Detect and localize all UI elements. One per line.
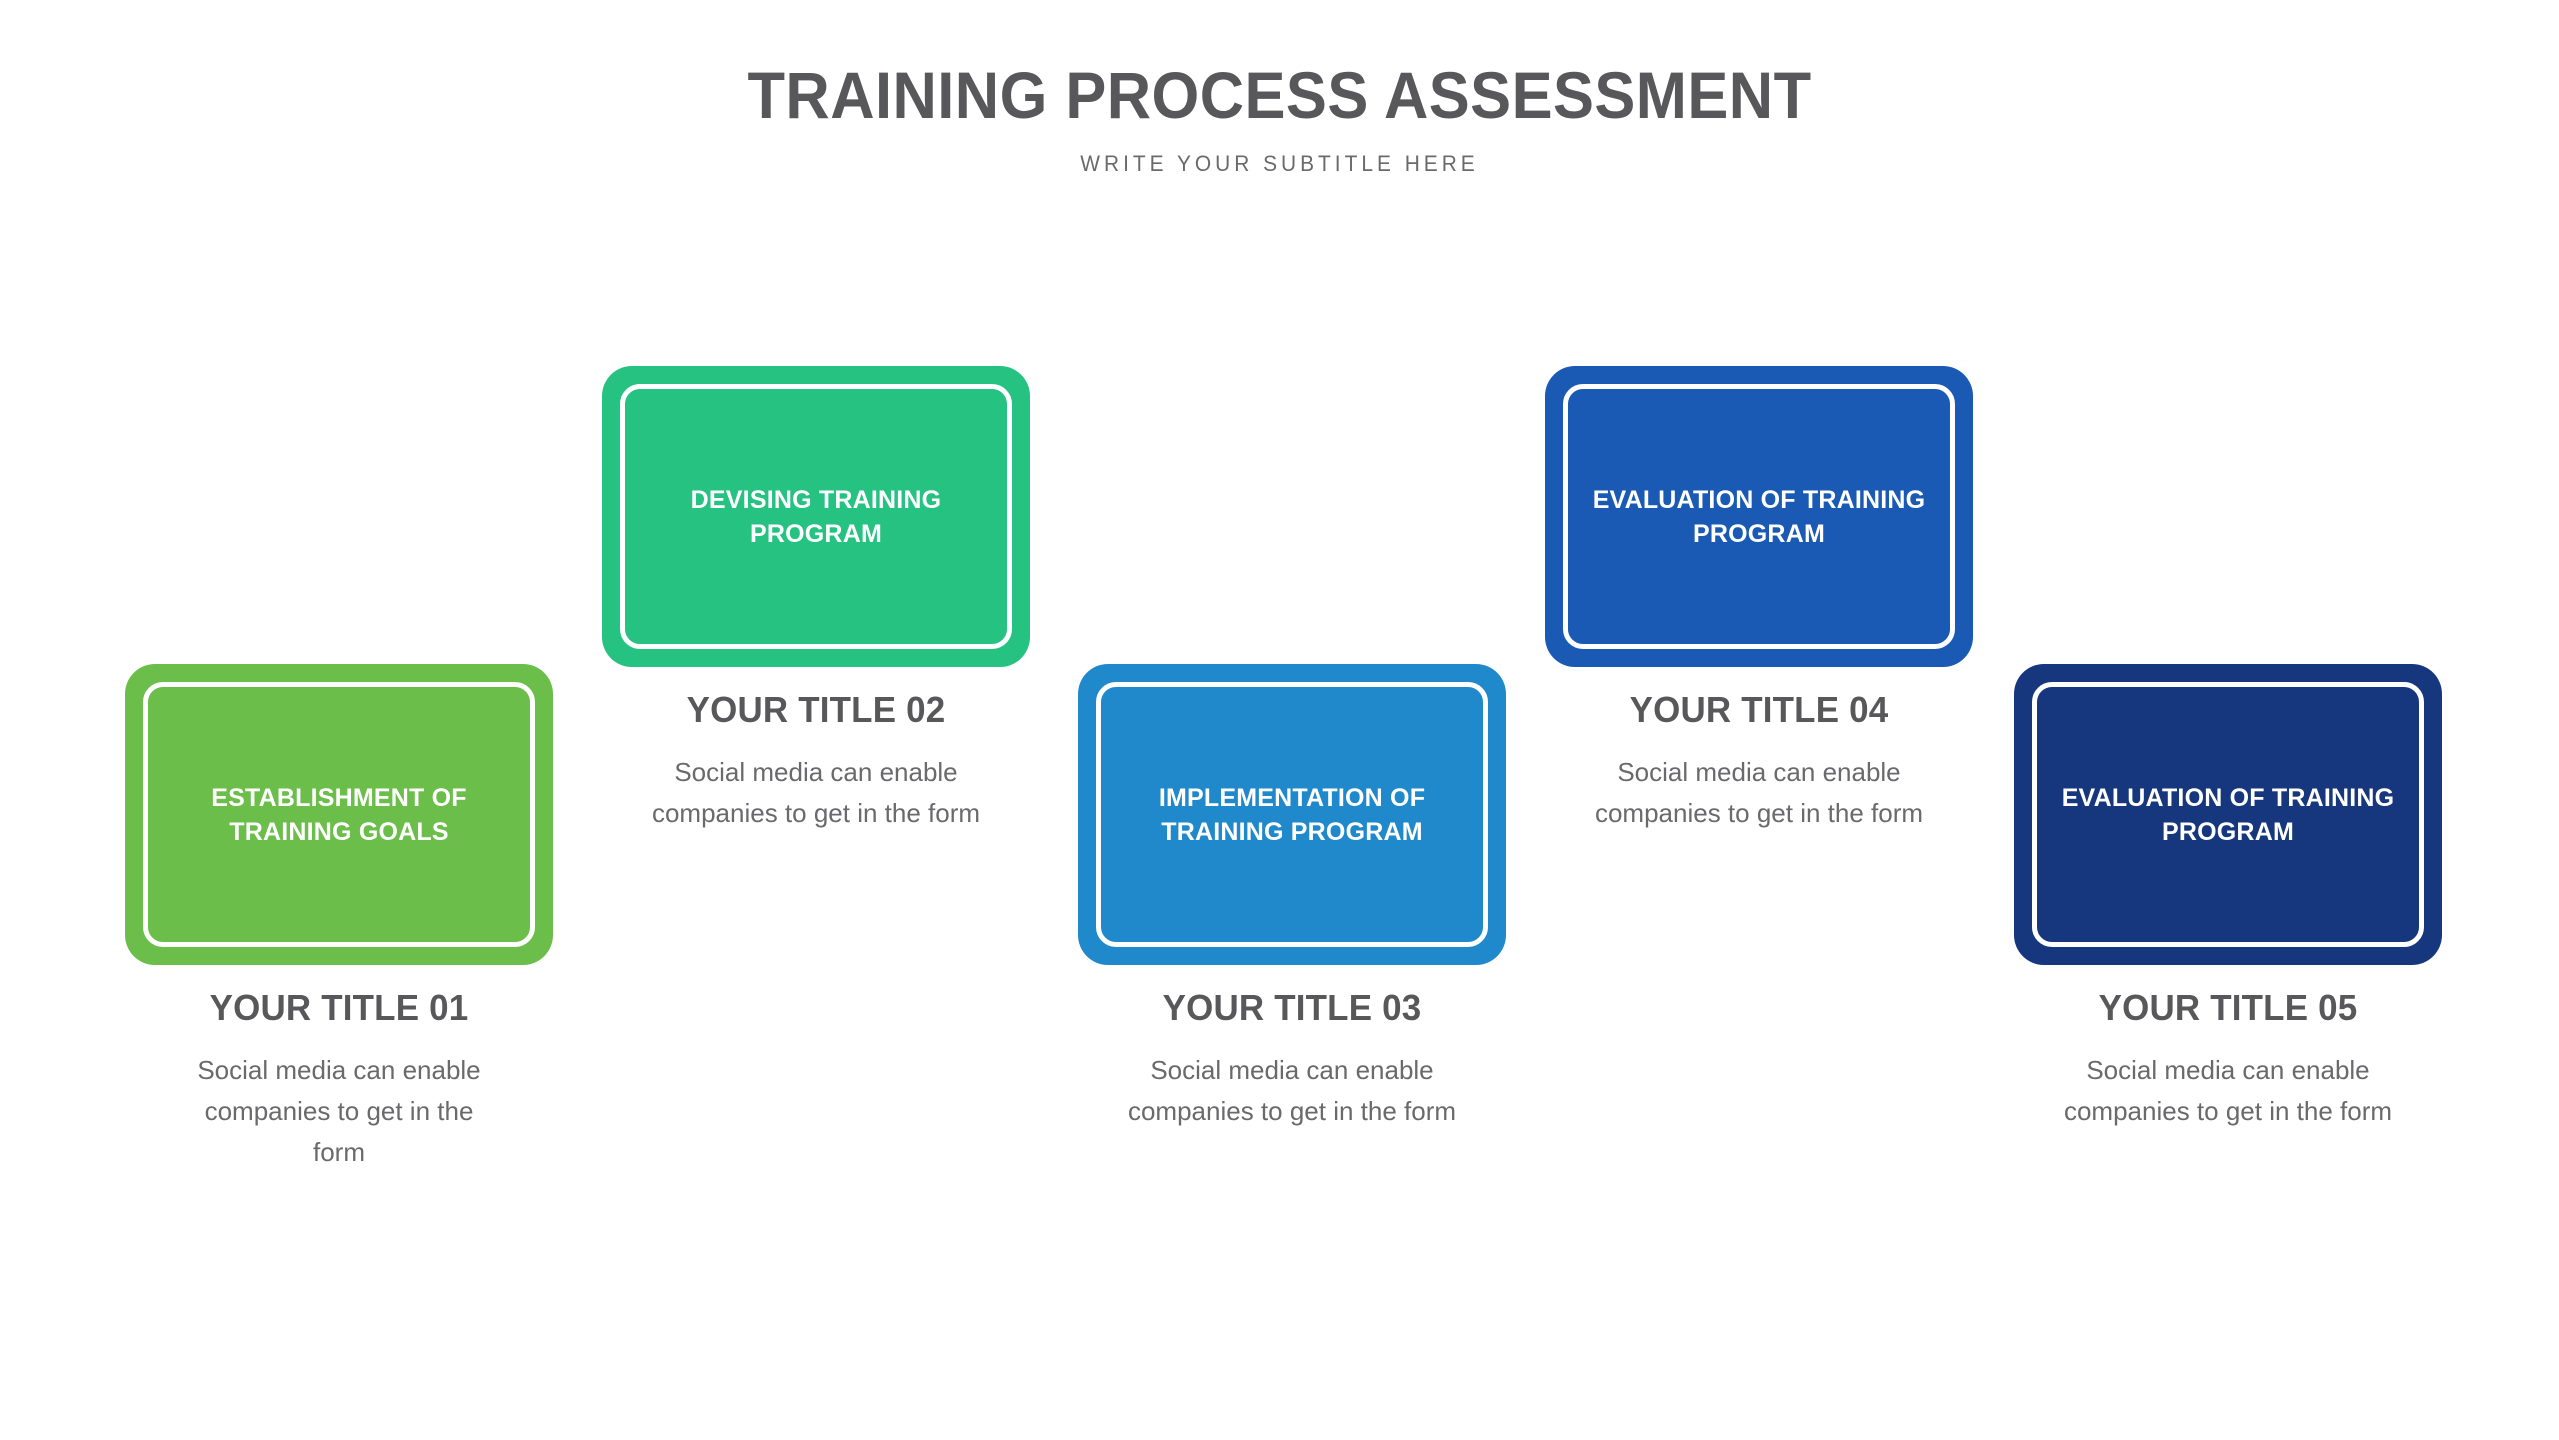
step-card-2[interactable]: DEVISING TRAINING PROGRAM (602, 366, 1030, 667)
step-caption-body-5: Social media can enable companies to get… (2063, 1055, 2393, 1127)
step-card-3[interactable]: IMPLEMENTATION OF TRAINING PROGRAM (1078, 664, 1506, 965)
step-card-4[interactable]: EVALUATION OF TRAINING PROGRAM (1545, 366, 1973, 667)
step-card-5[interactable]: EVALUATION OF TRAINING PROGRAM (2014, 664, 2442, 965)
step-caption-body-1: Social media can enable companies to get… (197, 1055, 481, 1168)
process-step-3[interactable]: IMPLEMENTATION OF TRAINING PROGRAM YOUR … (1078, 664, 1506, 1132)
step-card-label-4: EVALUATION OF TRAINING PROGRAM (1592, 485, 1926, 548)
step-caption-4: YOUR TITLE 04 Social media can enable co… (1545, 667, 1973, 834)
step-caption-title-3: YOUR TITLE 03 (1162, 987, 1422, 1028)
step-caption-body-3: Social media can enable companies to get… (1127, 1055, 1457, 1127)
step-caption-5: YOUR TITLE 05 Social media can enable co… (2014, 965, 2442, 1132)
step-caption-1: YOUR TITLE 01 Social media can enable co… (125, 965, 553, 1173)
step-caption-body-2: Social media can enable companies to get… (651, 757, 981, 829)
page-title: TRAINING PROCESS ASSESSMENT (747, 58, 1812, 132)
step-card-label-1: ESTABLISHMENT OF TRAINING GOALS (211, 783, 467, 846)
process-step-1[interactable]: ESTABLISHMENT OF TRAINING GOALS YOUR TIT… (125, 664, 553, 1173)
step-caption-title-5: YOUR TITLE 05 (2098, 987, 2358, 1028)
step-caption-title-4: YOUR TITLE 04 (1629, 689, 1889, 730)
step-caption-3: YOUR TITLE 03 Social media can enable co… (1078, 965, 1506, 1132)
process-step-4[interactable]: EVALUATION OF TRAINING PROGRAM YOUR TITL… (1545, 366, 1973, 834)
step-card-1[interactable]: ESTABLISHMENT OF TRAINING GOALS (125, 664, 553, 965)
step-card-label-2: DEVISING TRAINING PROGRAM (690, 485, 942, 548)
page-subtitle: WRITE YOUR SUBTITLE HERE (1080, 151, 1479, 177)
step-card-label-3: IMPLEMENTATION OF TRAINING PROGRAM (1158, 783, 1426, 846)
step-caption-title-1: YOUR TITLE 01 (209, 987, 469, 1028)
step-caption-body-4: Social media can enable companies to get… (1594, 757, 1924, 829)
process-step-2[interactable]: DEVISING TRAINING PROGRAM YOUR TITLE 02 … (602, 366, 1030, 834)
process-step-5[interactable]: EVALUATION OF TRAINING PROGRAM YOUR TITL… (2014, 664, 2442, 1132)
step-caption-2: YOUR TITLE 02 Social media can enable co… (602, 667, 1030, 834)
step-card-label-5: EVALUATION OF TRAINING PROGRAM (2061, 783, 2395, 846)
step-caption-title-2: YOUR TITLE 02 (686, 689, 946, 730)
slide-header: TRAINING PROCESS ASSESSMENT WRITE YOUR S… (0, 0, 2559, 177)
